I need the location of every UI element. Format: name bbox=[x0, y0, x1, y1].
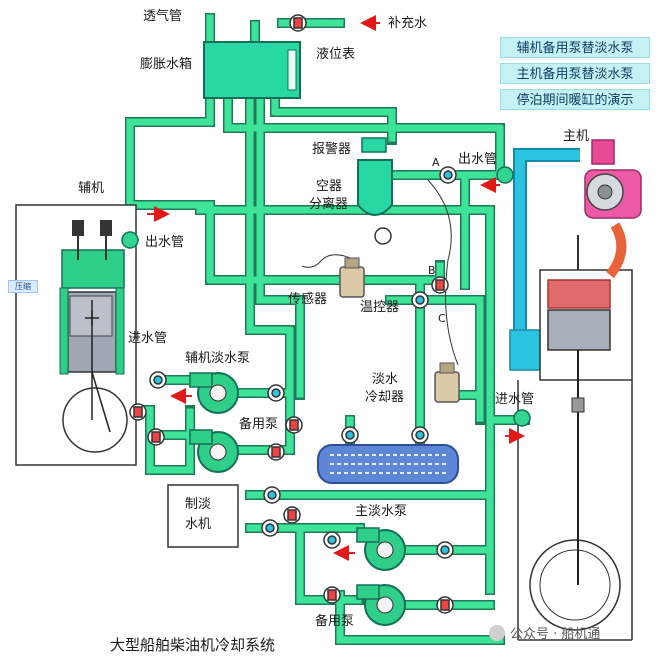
aux-standby-pump-label: 备用泵 bbox=[239, 416, 278, 432]
demo-button-aux-standby[interactable]: 辅机备用泵替淡水泵 bbox=[500, 37, 650, 58]
air-separator bbox=[357, 159, 393, 216]
valve-c bbox=[411, 291, 429, 309]
main-outlet-bulb bbox=[496, 166, 514, 184]
fwg-valve-2 bbox=[283, 506, 301, 524]
sensor-capillary bbox=[301, 254, 351, 268]
demo-button-main-standby[interactable]: 主机备用泵替淡水泵 bbox=[500, 63, 650, 84]
main-standby-valve-1 bbox=[323, 586, 341, 604]
separator-drain-valve bbox=[374, 227, 392, 245]
air-separator-label-1: 空器 bbox=[316, 179, 342, 194]
aux-fw-pump-label: 辅机淡水泵 bbox=[185, 351, 250, 366]
alarm-unit bbox=[361, 137, 387, 153]
sensor-unit bbox=[339, 257, 365, 298]
air-separator-label-2: 分离器 bbox=[309, 196, 348, 212]
main-engine-label: 主机 bbox=[563, 129, 589, 144]
aux-outlet-bulb bbox=[121, 231, 139, 249]
aux-standby-valve-2 bbox=[147, 428, 165, 446]
main-outlet-label: 出水管 bbox=[458, 152, 497, 167]
main-inlet-label: 进水管 bbox=[495, 392, 534, 407]
demo-button-warming[interactable]: 停泊期间暖缸的演示 bbox=[500, 89, 650, 110]
main-standby-pump bbox=[356, 584, 406, 626]
main-engine bbox=[517, 139, 642, 641]
expansion-tank bbox=[203, 41, 301, 99]
point-b-label: B bbox=[428, 264, 436, 277]
vent-pipe-label: 透气管 bbox=[143, 8, 182, 24]
aux-standby-valve-1 bbox=[129, 403, 147, 421]
fwg-valve-1 bbox=[263, 486, 281, 504]
standby-crossover-valve bbox=[285, 416, 303, 434]
level-gauge-glass bbox=[287, 49, 297, 91]
main-engine-turbocharger bbox=[584, 139, 642, 219]
watermark: 公众号 · 船机通 bbox=[489, 625, 600, 642]
level-gauge-label: 液位表 bbox=[316, 47, 355, 62]
fw-generator-box bbox=[167, 484, 239, 548]
main-standby-valve-2 bbox=[436, 596, 454, 614]
cooler-thermostat bbox=[434, 362, 460, 403]
svg-text:公众号 · 船机通: 公众号 · 船机通 bbox=[510, 627, 600, 642]
main-pump-valve-1 bbox=[323, 531, 341, 549]
flow-arrows bbox=[147, 15, 525, 561]
valve-a bbox=[439, 166, 457, 184]
alarm-label: 报警器 bbox=[312, 141, 351, 157]
cooler-outlet-valve bbox=[411, 426, 429, 444]
main-standby-pump-label: 备用泵 bbox=[315, 613, 354, 629]
makeup-valve bbox=[289, 14, 307, 32]
main-pump-valve-2 bbox=[436, 541, 454, 559]
makeup-water-label: 补充水 bbox=[388, 15, 427, 31]
fw-generator-label-2: 水机 bbox=[185, 517, 211, 532]
expansion-tank-label: 膨胀水箱 bbox=[140, 56, 192, 72]
cooler-inlet-valve bbox=[341, 426, 359, 444]
fwg-valve-3 bbox=[261, 519, 279, 537]
aux-standby-valve-3 bbox=[267, 443, 285, 461]
aux-inlet-label: 进水管 bbox=[128, 331, 167, 346]
main-engine-jacket-pipe bbox=[509, 148, 580, 371]
diagram-title: 大型船舶柴油机冷却系统 bbox=[110, 636, 275, 654]
aux-fw-pump bbox=[189, 372, 239, 414]
fw-cooler-label-1: 淡水 bbox=[372, 372, 398, 387]
freshwater-cooler bbox=[317, 444, 459, 484]
aux-outlet-label: 出水管 bbox=[145, 235, 184, 250]
aux-pump-discharge-valve bbox=[267, 384, 285, 402]
aux-inlet-valve bbox=[149, 371, 167, 389]
main-fw-pump-label: 主淡水泵 bbox=[355, 504, 407, 519]
thermostat-capillary bbox=[427, 179, 459, 366]
point-a-label: A bbox=[432, 156, 440, 169]
main-fw-pump bbox=[356, 527, 406, 571]
point-c-label: C bbox=[438, 312, 446, 325]
valve-b bbox=[431, 276, 449, 294]
aux-engine bbox=[15, 204, 137, 466]
fw-cooler-label-2: 冷却器 bbox=[365, 390, 404, 405]
compress-badge[interactable]: 压缩 bbox=[8, 280, 38, 293]
thermostat-label: 温控器 bbox=[360, 300, 399, 315]
main-inlet-bulb bbox=[513, 409, 531, 427]
valve-group bbox=[129, 14, 457, 614]
aux-standby-pump bbox=[189, 429, 239, 473]
fw-generator-label-1: 制淡 bbox=[185, 497, 211, 512]
aux-engine-label: 辅机 bbox=[78, 181, 104, 196]
sensor-label: 传感器 bbox=[288, 291, 327, 307]
